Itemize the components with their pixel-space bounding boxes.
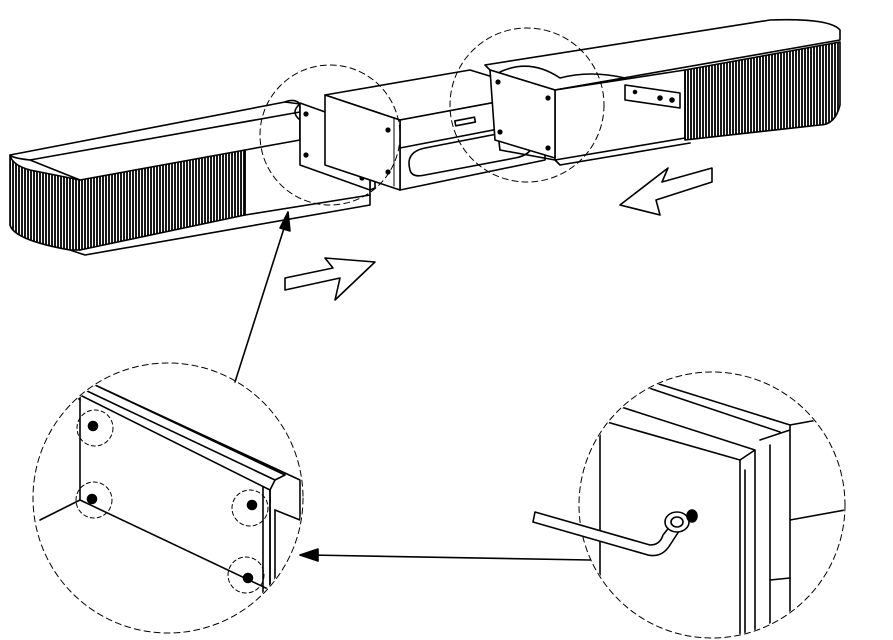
right-end-panel [489,69,556,159]
arrow-left-hollow-icon [619,167,713,216]
detail-panel-screws [39,384,301,601]
right-bar-section [484,18,841,166]
leader-arrow-up [234,211,291,383]
leader-arrow-left [299,548,591,562]
arrow-right-hollow-icon [284,257,376,301]
detail-hex-key [532,374,844,637]
detail-circles [32,27,846,639]
